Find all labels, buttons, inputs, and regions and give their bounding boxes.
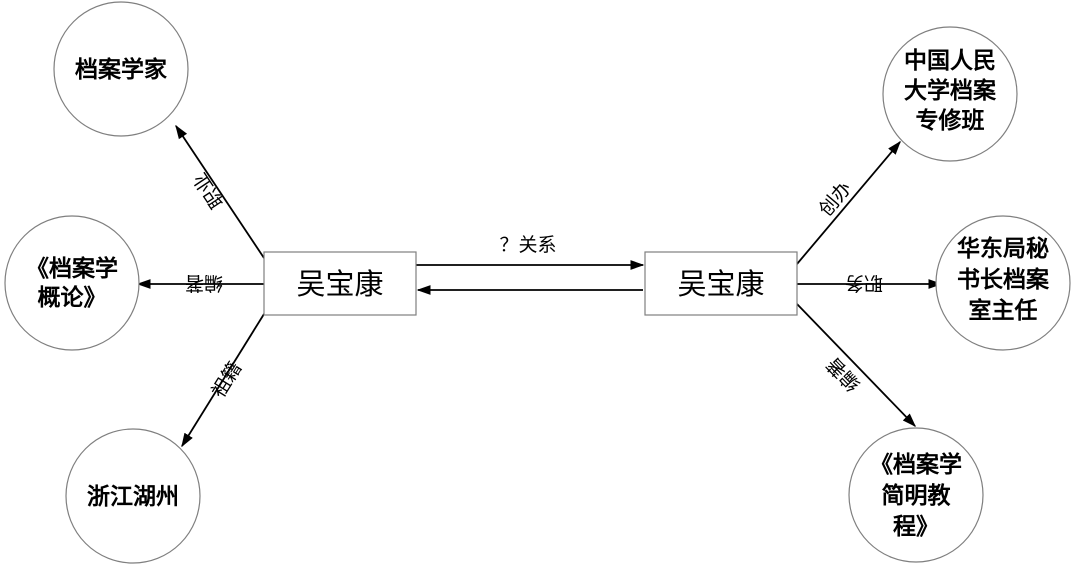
edge-renda [796, 140, 901, 265]
node-huadong: 华东局秘 书长档案 室主任 [935, 215, 1071, 351]
edge-label-renda: 创办 [815, 178, 856, 221]
node-renda-line-3: 专修班 [916, 107, 985, 134]
edge-label-archivist: 职业 [189, 168, 228, 212]
left-edges [136, 124, 265, 448]
node-renda-line-1: 中国人民 [904, 47, 996, 74]
edge-archivist [175, 124, 265, 259]
node-book2-line-1: 《档案学 [870, 451, 962, 478]
node-renda: 中国人民 大学档案 专修班 [882, 26, 1018, 162]
right-edges [796, 140, 943, 428]
node-huadong-line-2: 书长档案 [957, 266, 1050, 293]
center-box-left: 吴宝康 [263, 251, 417, 316]
edge-label-huadong: 职务 [845, 272, 883, 294]
node-book1-line-1: 《档案学 [26, 255, 118, 282]
node-huadong-line-3: 室主任 [969, 297, 1038, 324]
node-book2-line-2: 简明教 [882, 482, 952, 509]
node-book2-line-3: 程》 [893, 513, 939, 540]
node-renda-line-2: 大学档案 [904, 77, 997, 104]
center-box-right: 吴宝康 [644, 251, 798, 316]
node-book1-line-2: 概论》 [38, 284, 107, 311]
edge-hometown [181, 313, 265, 448]
node-hometown: 浙江湖州 [65, 428, 201, 564]
edge-label-book2: 编著 [823, 353, 865, 396]
relation-label: ？关系 [499, 234, 556, 256]
center-left-label: 吴宝康 [296, 267, 383, 301]
edge-book2 [796, 303, 916, 428]
node-archivist-line-1: 档案学家 [75, 56, 167, 83]
node-book2: 《档案学 简明教 程》 [848, 427, 984, 563]
center-relation-arrows [416, 260, 645, 295]
node-huadong-line-1: 华东局秘 [957, 235, 1049, 262]
center-right-label: 吴宝康 [677, 267, 764, 301]
node-archivist: 档案学家 [53, 1, 189, 137]
edge-label-book1: 编著 [185, 272, 223, 294]
node-hometown-line-1: 浙江湖州 [87, 483, 179, 510]
node-book1: 《档案学 概论》 [4, 215, 140, 351]
